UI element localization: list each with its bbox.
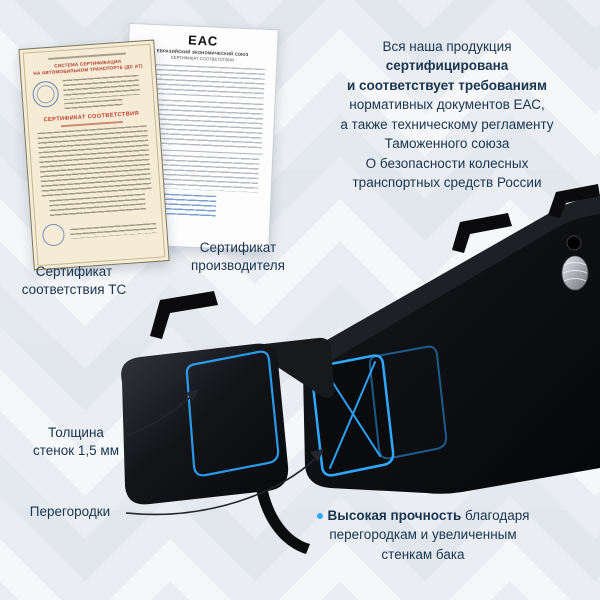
mounting-bracket-left <box>150 291 218 339</box>
cert-system-heading: СИСТЕМА СЕРТИФИКАЦИИ НА АВТОМОБИЛЬНОМ ТР… <box>33 58 143 77</box>
blue-dot-icon <box>316 513 323 519</box>
mounting-bracket-right <box>548 184 600 218</box>
headline-line: Вся наша продукция <box>382 39 512 54</box>
cert-text-lines <box>62 75 141 101</box>
inner-baffle-outline <box>368 345 448 460</box>
signature-lines <box>70 223 157 240</box>
cap-cut-outline <box>185 350 280 477</box>
label-wall-thickness: Толщина стенок 1,5 мм <box>33 425 119 458</box>
cert-number-line <box>60 121 124 128</box>
sender-hole <box>566 235 582 251</box>
headline-line: транспортных средств России <box>352 175 542 191</box>
headline-line: сертифицирована <box>385 58 509 74</box>
cert-body-lines <box>37 125 152 198</box>
mounting-bracket-middle <box>452 213 512 253</box>
certificate-ts: СИСТЕМА СЕРТИФИКАЦИИ НА АВТОМОБИЛЬНОМ ТР… <box>18 39 170 271</box>
caption-cert-ts: Сертификат соответствия ТС <box>21 264 127 297</box>
headline-line: нормативных документов ЕАС, <box>349 97 545 113</box>
headline-line: Таможенного союза <box>384 136 510 152</box>
headline: Вся наша продукция сертифицирована и соо… <box>302 37 592 193</box>
headline-line: и соответствует требованиям <box>346 77 548 93</box>
arrow-wall-thickness <box>125 394 194 437</box>
cert-text-lines <box>64 99 123 112</box>
benefit-line: перегородкам и увеличенным <box>329 527 517 543</box>
tank-strap <box>256 486 310 554</box>
benefit-line: Высокая прочность благодаря <box>292 506 554 525</box>
arrowhead-baffles <box>310 449 324 462</box>
arrow-baffles <box>125 455 319 516</box>
round-stamp-icon <box>31 80 60 109</box>
filler-cap-chrome <box>561 255 589 291</box>
certificate-ts-inner: СИСТЕМА СЕРТИФИКАЦИИ НА АВТОМОБИЛЬНОМ ТР… <box>22 43 166 267</box>
caption-cert-producer: Сертификат производителя <box>191 240 285 273</box>
arrowhead-wall-thickness <box>186 389 199 401</box>
cert-body-lines <box>49 193 146 219</box>
label-baffles: Перегородки <box>29 504 111 519</box>
blue-stamp-icon <box>41 223 66 248</box>
benefit-line: стенкам бака <box>381 546 465 562</box>
headline-line: О безопасности колесных <box>365 155 529 171</box>
tank-end-cap <box>121 337 334 505</box>
headline-line: а также техническому регламенту <box>340 116 554 132</box>
benefit-text: Высокая прочность благодаря перегородкам… <box>292 506 554 564</box>
cert-title: СЕРТИФИКАТ СООТВЕТСТВИЯ <box>43 111 140 124</box>
